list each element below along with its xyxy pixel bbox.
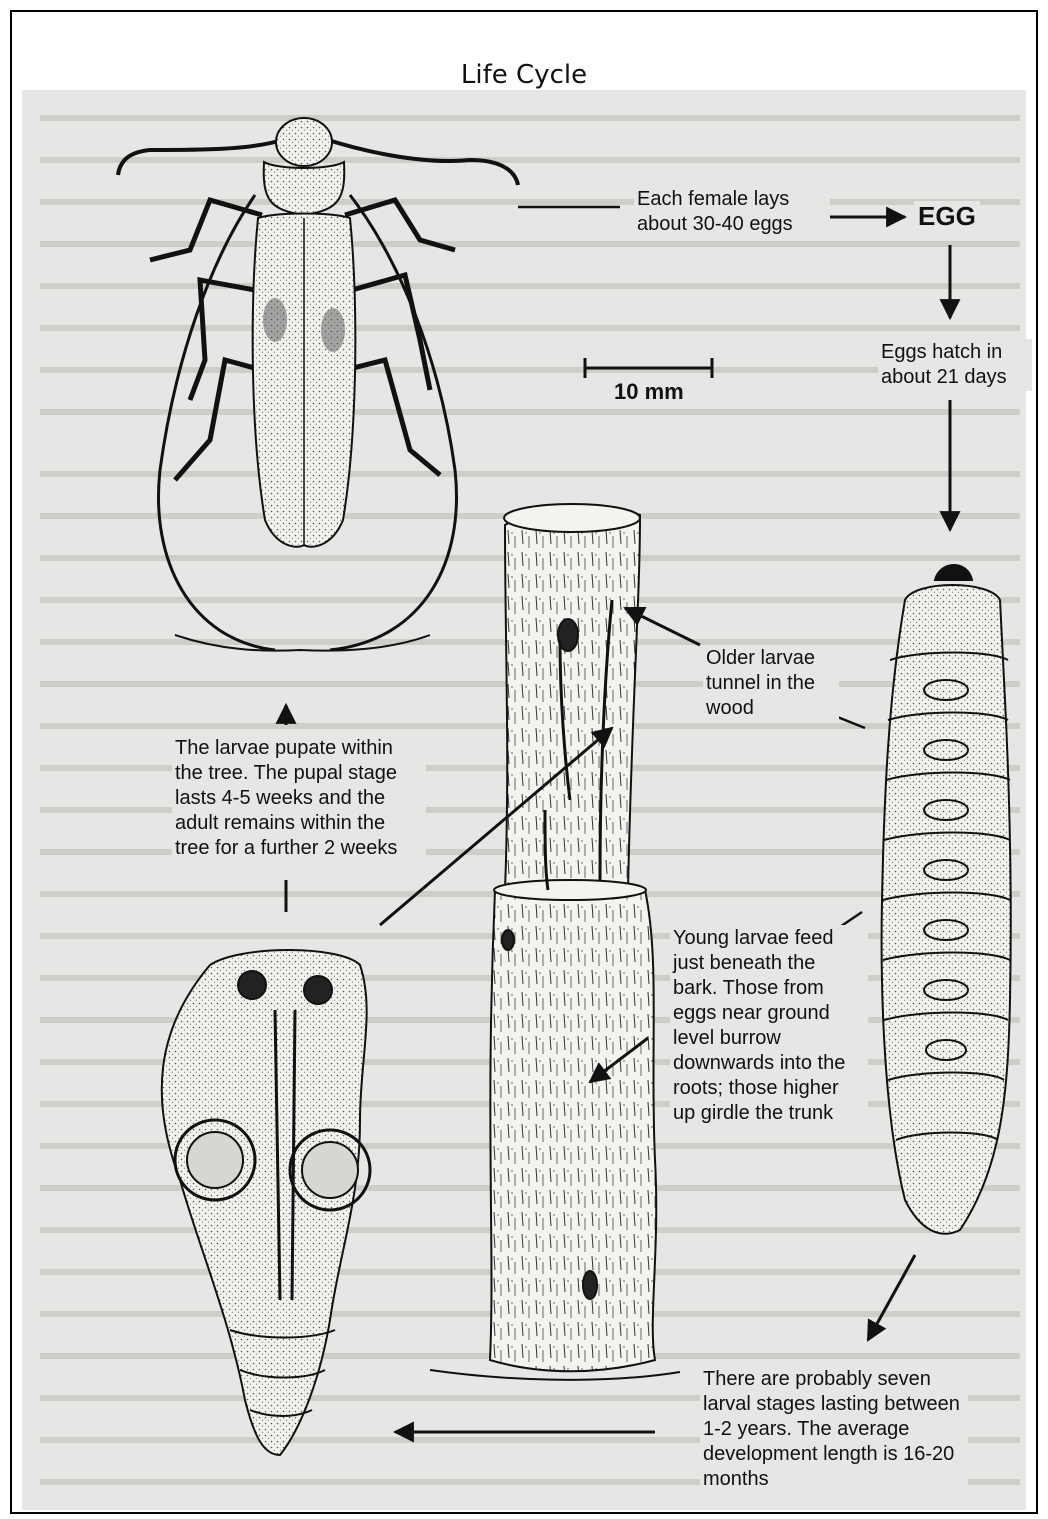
label-larval-stages: There are probably seven larval stages l… — [700, 1366, 968, 1493]
label-egg: EGG — [914, 201, 980, 232]
larva-to-stages-arrow — [868, 1255, 915, 1340]
label-older-larvae: Older larvae tunnel in the wood — [703, 645, 839, 722]
scale-bar — [585, 358, 712, 378]
label-eggs-hatch: Eggs hatch in about 21 days — [878, 339, 1032, 391]
label-young-larvae: Young larvae feed just beneath the bark.… — [670, 925, 868, 1127]
pupa-illustration — [162, 950, 370, 1455]
larva-illustration — [882, 565, 1011, 1234]
adult-beetle-illustration — [118, 118, 518, 651]
scale-bar-label: 10 mm — [614, 379, 684, 405]
page-title: Life Cycle — [0, 60, 1048, 90]
label-female-lays: Each female lays about 30-40 eggs — [634, 186, 830, 238]
label-pupate: The larvae pupate within the tree. The p… — [172, 735, 426, 862]
tree-trunk-illustration — [430, 504, 680, 1380]
